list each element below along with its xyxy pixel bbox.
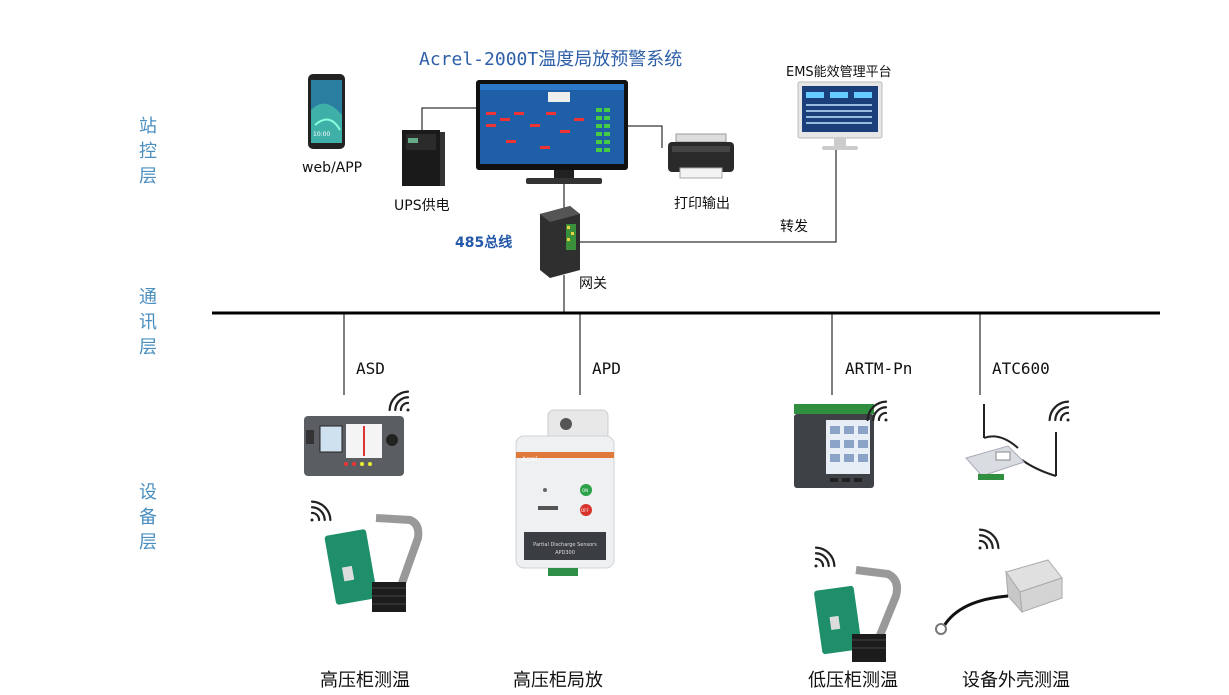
phone-screen-text: 10:00 — [313, 131, 330, 138]
web-app-label: web/APP — [302, 160, 363, 176]
layer-station: 站控层 — [139, 116, 157, 187]
caption-hv-pd: 高压柜局放 — [513, 670, 603, 691]
gateway-label: 网关 — [579, 276, 607, 292]
wifi-signal-icon-asd — [388, 390, 410, 412]
apd-on-text: ON — [582, 488, 588, 493]
device-label-artm: ARTM-Pn — [845, 359, 913, 378]
ups-icon — [402, 130, 445, 186]
forward-label: 转发 — [780, 219, 808, 235]
hv-temp-sensor-icon — [324, 514, 423, 612]
apd-off-text: OFF — [581, 508, 589, 513]
gateway-icon — [540, 206, 580, 278]
ems-monitor-icon — [797, 81, 883, 150]
asd-device-icon — [304, 416, 404, 476]
apd-name-text: Partial Discharge Sensors — [533, 542, 597, 548]
connection-lines — [343, 107, 981, 395]
wifi-signal-icon-atc — [1048, 400, 1070, 422]
printer-icon — [668, 133, 734, 179]
printer-label: 打印输出 — [674, 196, 730, 212]
layer-device: 设备层 — [139, 482, 157, 553]
artm-device-icon — [794, 404, 874, 488]
device-label-asd: ASD — [356, 359, 385, 378]
caption-shell-temp: 设备外壳测温 — [962, 670, 1070, 691]
phone-icon — [308, 74, 345, 149]
shell-temp-sensor-icon — [935, 559, 1063, 635]
apd-device-icon — [515, 409, 615, 576]
wifi-signal-icon-lv — [814, 546, 836, 568]
wifi-signal-icon-hv — [310, 500, 332, 522]
caption-lv-temp: 低压柜测温 — [808, 670, 898, 691]
device-label-apd: APD — [592, 359, 621, 378]
ems-label: EMS能效管理平台 — [786, 65, 892, 80]
apd-model-text: APD300 — [555, 550, 575, 556]
layer-comm: 通讯层 — [139, 287, 157, 358]
caption-hv-temp: 高压柜测温 — [320, 670, 410, 691]
wifi-signal-icon-shell — [978, 528, 1000, 550]
atc600-device-icon — [965, 404, 1057, 480]
wifi-signal-icon-artm — [866, 400, 888, 422]
lv-temp-sensor-icon — [814, 566, 901, 662]
bus485-label: 485总线 — [455, 235, 513, 251]
system-title: Acrel-2000T温度局放预警系统 — [419, 49, 683, 70]
apd-brand-text: Acrel — [522, 456, 537, 463]
main-monitor-icon — [476, 80, 628, 184]
ups-label: UPS供电 — [394, 198, 450, 214]
device-label-atc600: ATC600 — [992, 359, 1050, 378]
